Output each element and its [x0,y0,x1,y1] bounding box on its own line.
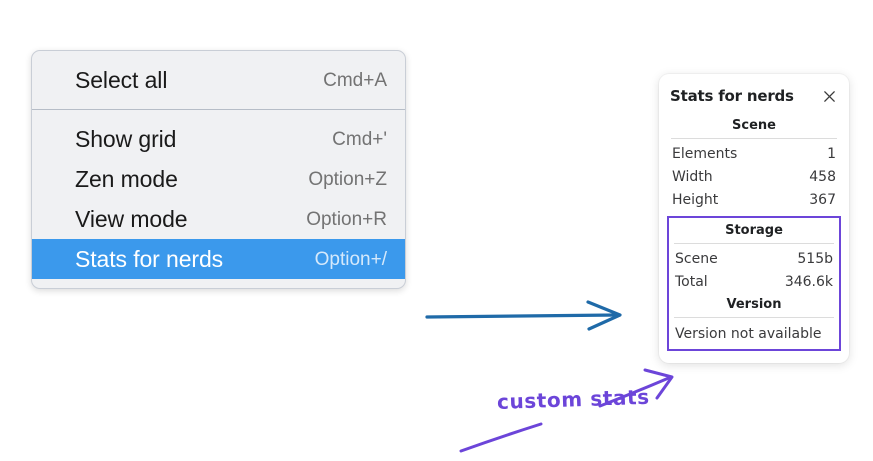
menu-item-label: Select all [75,66,168,93]
stats-for-nerds-panel: Stats for nerds Scene Elements 1 Width 4… [659,74,849,364]
menu-item-zen-mode[interactable]: Zen mode Option+Z [32,159,405,199]
stat-value: 458 [809,169,836,186]
table-row: Width 458 [670,166,838,189]
table-row: Total 346.6k [673,271,835,294]
divider [674,243,834,245]
custom-stats-annotation-label: custom stats [496,384,651,414]
menu-item-label: Zen mode [75,165,178,192]
divider [674,317,834,319]
menu-group-2: Show grid Cmd+' Zen mode Option+Z View m… [32,110,405,288]
stat-key: Height [672,192,719,209]
table-row: Scene 515b [673,248,835,271]
section-heading-storage: Storage [725,223,783,239]
menu-item-shortcut: Cmd+' [332,128,387,150]
section-heading-version: Version [726,297,782,313]
close-icon[interactable] [821,88,838,105]
panel-title: Stats for nerds [670,87,794,105]
table-row: Height 367 [670,189,838,212]
stat-key: Elements [672,146,738,162]
purple-underline-stroke [459,422,543,453]
menu-item-label: Show grid [75,125,177,152]
stat-value: 515b [797,251,833,268]
divider [671,138,837,139]
menu-item-label: Stats for nerds [75,245,224,272]
menu-group-1: Select all Cmd+A [32,51,405,109]
menu-item-label: View mode [75,205,188,232]
stat-key: Scene [675,251,718,268]
stat-key: Total [675,274,708,291]
section-heading-scene: Scene [732,118,776,133]
menu-item-shortcut: Option+Z [308,168,387,190]
menu-divider [32,109,405,110]
version-text: Version not available [675,326,822,343]
stat-value: 346.6k [784,274,833,291]
table-row: Elements 1 [670,143,838,166]
stat-value: 1 [827,146,836,162]
blue-arrow [425,300,622,331]
stat-value: 367 [809,192,836,209]
menu-item-shortcut: Option+/ [314,248,387,270]
menu-item-shortcut: Cmd+A [323,69,387,91]
menu-item-shortcut: Option+R [306,208,387,230]
menu-item-view-mode[interactable]: View mode Option+R [32,199,405,239]
panel-header: Stats for nerds [670,87,838,105]
menu-item-show-grid[interactable]: Show grid Cmd+' [32,119,405,159]
menu-item-stats-for-nerds[interactable]: Stats for nerds Option+/ [32,239,405,279]
context-menu[interactable]: Select all Cmd+A Show grid Cmd+' Zen mod… [31,50,406,289]
menu-item-select-all[interactable]: Select all Cmd+A [32,60,405,100]
stat-key: Width [672,169,713,186]
custom-stats-highlight-box: Storage Scene 515b Total 346.6k Version … [667,216,841,352]
